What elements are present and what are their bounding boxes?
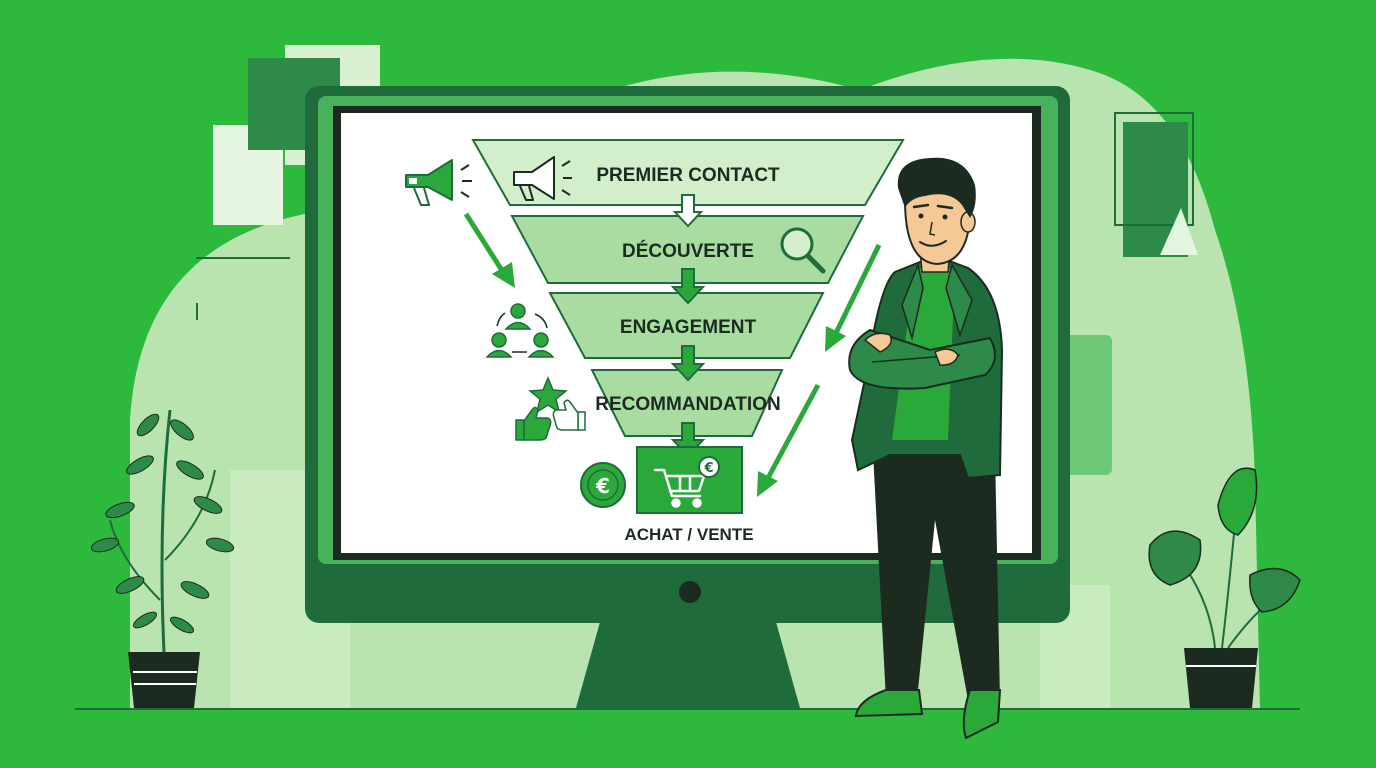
stage-label-decouverte: DÉCOUVERTE (622, 240, 754, 262)
cart-icon (653, 468, 706, 508)
stage-label-recommandation: RECOMMANDATION (595, 394, 780, 415)
man-trousers (873, 452, 1000, 700)
euro-coin-small-icon: € (698, 456, 720, 478)
background-triangle (1160, 208, 1198, 255)
funnel-stage-4 (590, 369, 784, 437)
funnel-stage-1 (471, 139, 905, 206)
svg-text:€: € (703, 461, 713, 476)
thumbs-up-icon (515, 406, 552, 441)
side-arrow-right-lower (757, 383, 821, 497)
stage-label-premier-contact: PREMIER CONTACT (596, 165, 780, 186)
man-figure (848, 157, 1004, 740)
purchase-box: € (636, 446, 743, 514)
background-frame (1114, 112, 1194, 226)
megaphone-icon (405, 159, 472, 206)
thumbs-up-star-icon (515, 376, 586, 441)
thumbs-up-outline-icon (552, 399, 586, 431)
man-shoe-left (854, 689, 924, 718)
funnel-arrow (670, 345, 706, 382)
man-hair (897, 157, 976, 218)
man-shoe-right (962, 689, 1002, 740)
megaphone-outline-icon (513, 156, 572, 201)
magnifier-icon (780, 227, 826, 274)
monitor-power-button (679, 581, 701, 603)
svg-text:€: € (595, 474, 610, 498)
funnel-diagram: PREMIER CONTACT DÉCOUVERTE ENGAGEMENT RE… (405, 139, 905, 544)
side-arrow-left (463, 212, 515, 288)
people-cycle-icon (485, 303, 555, 358)
side-arrow-right-upper (825, 243, 882, 352)
stage-label-engagement: ENGAGEMENT (620, 317, 757, 338)
funnel-arrow (672, 194, 704, 228)
funnel-arrow (670, 268, 706, 305)
funnel-stage-2 (510, 215, 865, 284)
euro-coin-icon: € (580, 462, 626, 508)
monitor-stand (576, 622, 800, 708)
plant-left (90, 409, 235, 708)
final-label-achat-vente: ACHAT / VENTE (624, 525, 753, 544)
funnel-stage-3 (548, 292, 825, 359)
plant-right (1148, 467, 1301, 708)
